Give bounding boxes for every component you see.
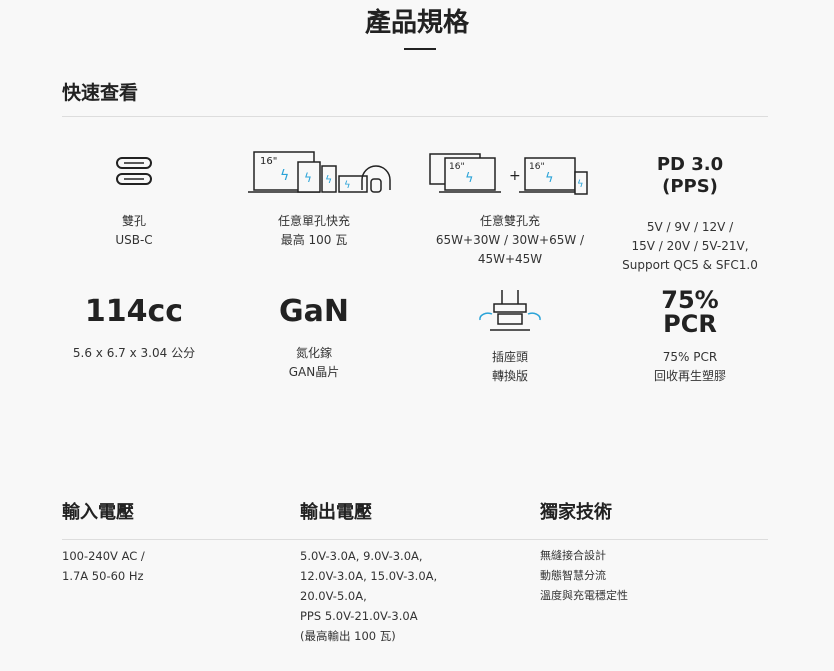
divider — [62, 116, 768, 117]
feature-label: 5V / 9V / 12V /15V / 20V / 5V-21V,Suppor… — [622, 220, 758, 272]
pd-title: PD 3.0(PPS) — [656, 154, 724, 197]
svg-text:ϟ: ϟ — [344, 180, 351, 191]
output-voltage-heading: 輸出電壓 — [300, 502, 372, 523]
technology-heading: 獨家技術 — [540, 502, 612, 523]
svg-text:ϟ: ϟ — [325, 173, 332, 186]
feature-size: 114cc 5.6 x 6.7 x 3.04 公分 — [72, 294, 196, 361]
svg-text:+: + — [509, 168, 521, 184]
svg-text:16": 16" — [529, 162, 545, 172]
feature-label: 任意單孔快充最高 100 瓦 — [277, 214, 350, 247]
svg-text:ϟ: ϟ — [280, 168, 289, 184]
output-voltage-text: 5.0V-3.0A, 9.0V-3.0A,12.0V-3.0A, 15.0V-3… — [300, 549, 438, 643]
title-underline — [404, 48, 436, 50]
dual-laptop-charging-icon: 16"ϟ + 16"ϟ ϟ — [429, 153, 588, 195]
svg-text:16": 16" — [260, 156, 277, 167]
svg-text:ϟ: ϟ — [577, 179, 584, 190]
feature-single-port: 16" ϟ ϟ ϟ ϟ 任意單孔快充最高 100 瓦 — [224, 150, 404, 250]
feature-plug: 插座頭轉換版 — [420, 288, 600, 386]
svg-text:ϟ: ϟ — [304, 171, 312, 185]
technology-text: 無縫接合設計動態智慧分流溫度與充電穩定性 — [540, 549, 628, 602]
svg-text:ϟ: ϟ — [465, 171, 474, 186]
input-voltage-text: 100-240V AC /1.7A 50-60 Hz — [62, 549, 145, 583]
svg-text:16": 16" — [449, 162, 465, 172]
devices-charging-icon: 16" ϟ ϟ ϟ ϟ — [248, 151, 391, 193]
input-voltage-heading: 輸入電壓 — [62, 502, 134, 523]
usb-c-ports-icon — [116, 157, 152, 185]
divider — [62, 539, 768, 540]
page-title: 產品規格 — [364, 8, 469, 38]
feature-pd: PD 3.0(PPS) 5V / 9V / 12V /15V / 20V / 5… — [600, 154, 780, 275]
rotating-plug-icon — [479, 290, 541, 331]
svg-text:ϟ: ϟ — [545, 171, 554, 186]
quick-view-heading: 快速查看 — [62, 82, 139, 104]
